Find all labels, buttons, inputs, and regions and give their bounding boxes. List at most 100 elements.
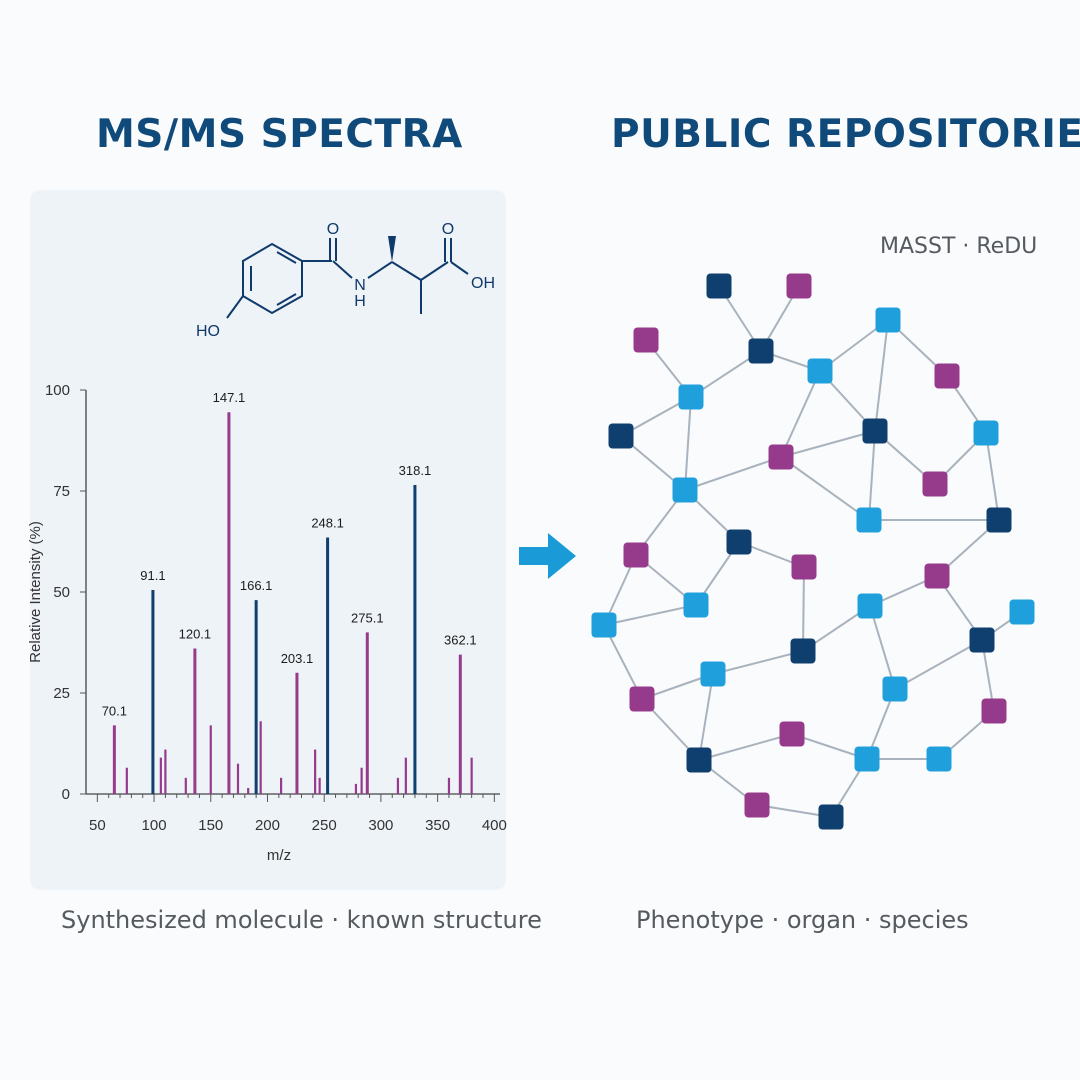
network-edge xyxy=(780,370,821,458)
peak-label: 147.1 xyxy=(213,390,246,405)
network-edge xyxy=(874,319,889,432)
tools-label: MASST · ReDU xyxy=(880,234,1038,259)
network-node xyxy=(986,507,1012,533)
network-node xyxy=(856,507,882,533)
x-tick-label: 100 xyxy=(142,817,167,834)
x-tick-label: 150 xyxy=(198,817,223,834)
network-edge xyxy=(712,650,804,675)
repository-network xyxy=(591,273,1035,830)
amide-bond xyxy=(332,260,353,279)
wedge-bond xyxy=(388,236,396,262)
x-tick-label: 300 xyxy=(368,817,393,834)
network-node xyxy=(608,423,634,449)
x-tick-label: 350 xyxy=(425,817,450,834)
network-node xyxy=(790,638,816,664)
network-node xyxy=(969,627,995,653)
spectra-title: MS/MS SPECTRA xyxy=(96,112,463,157)
y-axis-label: Relative Intensity (%) xyxy=(27,521,44,663)
y-tick-label: 0 xyxy=(62,786,70,803)
peak-label: 248.1 xyxy=(311,515,344,530)
network-edge xyxy=(698,673,714,761)
peak-label: 70.1 xyxy=(102,703,127,718)
oh-bond xyxy=(450,261,469,275)
peak-label: 120.1 xyxy=(179,627,212,642)
x-tick-label: 200 xyxy=(255,817,280,834)
y-tick-label: 25 xyxy=(53,685,70,702)
network-edge xyxy=(868,430,876,521)
n-c-bond xyxy=(367,261,393,279)
network-node xyxy=(1009,599,1035,625)
network-node xyxy=(678,384,704,410)
atom-h: H xyxy=(354,293,366,310)
y-tick-label: 100 xyxy=(45,382,70,399)
spectra-caption: Synthesized molecule · known structure xyxy=(61,906,542,934)
network-node xyxy=(934,363,960,389)
chain-bond xyxy=(391,261,422,281)
network-edge xyxy=(780,430,876,458)
network-node xyxy=(791,554,817,580)
network-node xyxy=(981,698,1007,724)
spectrum-chart: 50 100 150 200 250 300 350 400 0 25 50 75 100 m/z Rela… xyxy=(27,382,507,864)
network-edge xyxy=(603,604,697,626)
network-node xyxy=(706,273,732,299)
peak-label: 166.1 xyxy=(240,578,273,593)
x-tick-label: 400 xyxy=(482,817,507,834)
network-node xyxy=(779,721,805,747)
network-node xyxy=(744,792,770,818)
chart-labels: 70.1 91.1 120.1 147.1 166.1 203.1 248.1 275.1 31… xyxy=(102,390,477,718)
network-node xyxy=(768,444,794,470)
network-node xyxy=(629,686,655,712)
network-node xyxy=(683,592,709,618)
network-edge xyxy=(985,432,1000,521)
ring-double-bond xyxy=(276,293,297,306)
atom-n: N xyxy=(354,277,366,294)
peak-label: 362.1 xyxy=(444,633,477,648)
atom-o: O xyxy=(327,221,339,238)
network-nodes xyxy=(591,273,1035,830)
network-edge xyxy=(684,456,782,491)
network-node xyxy=(686,747,712,773)
atom-oh: OH xyxy=(471,275,495,292)
x-axis-label: m/z xyxy=(267,847,291,864)
network-node xyxy=(862,418,888,444)
repositories-title: PUBLIC REPOSITORIES xyxy=(611,112,1080,157)
network-node xyxy=(875,307,901,333)
network-node xyxy=(922,471,948,497)
network-node xyxy=(818,804,844,830)
y-tick-label: 75 xyxy=(53,483,70,500)
network-edge xyxy=(802,566,805,652)
peak-label: 318.1 xyxy=(399,463,432,478)
network-node xyxy=(672,477,698,503)
network-node xyxy=(726,529,752,555)
y-tick-label: 50 xyxy=(53,584,70,601)
network-node xyxy=(748,338,774,364)
network-node xyxy=(591,612,617,638)
molecule-structure xyxy=(226,238,469,319)
network-node xyxy=(623,542,649,568)
x-tick-label: 50 xyxy=(89,817,106,834)
x-tick-label: 250 xyxy=(312,817,337,834)
network-node xyxy=(924,563,950,589)
peak-label: 275.1 xyxy=(351,610,384,625)
network-node xyxy=(786,273,812,299)
network-node xyxy=(854,746,880,772)
atom-o: O xyxy=(442,221,454,238)
acid-bond xyxy=(420,261,449,281)
network-edge xyxy=(684,396,692,491)
network-node xyxy=(633,327,659,353)
network-node xyxy=(973,420,999,446)
network-node xyxy=(807,358,833,384)
network-node xyxy=(926,746,952,772)
chart-axes: 50 100 150 200 250 300 350 400 0 25 50 75 100 m/z Rela… xyxy=(27,382,507,864)
network-node xyxy=(857,593,883,619)
right-arrow-icon xyxy=(519,533,576,579)
atom-ho: HO xyxy=(196,323,220,340)
ho-bond xyxy=(226,295,244,319)
network-edge xyxy=(894,639,983,690)
peak-label: 91.1 xyxy=(140,568,165,583)
network-node xyxy=(700,661,726,687)
spectrum-panel xyxy=(30,190,506,890)
network-node xyxy=(882,676,908,702)
peak-label: 203.1 xyxy=(281,651,314,666)
